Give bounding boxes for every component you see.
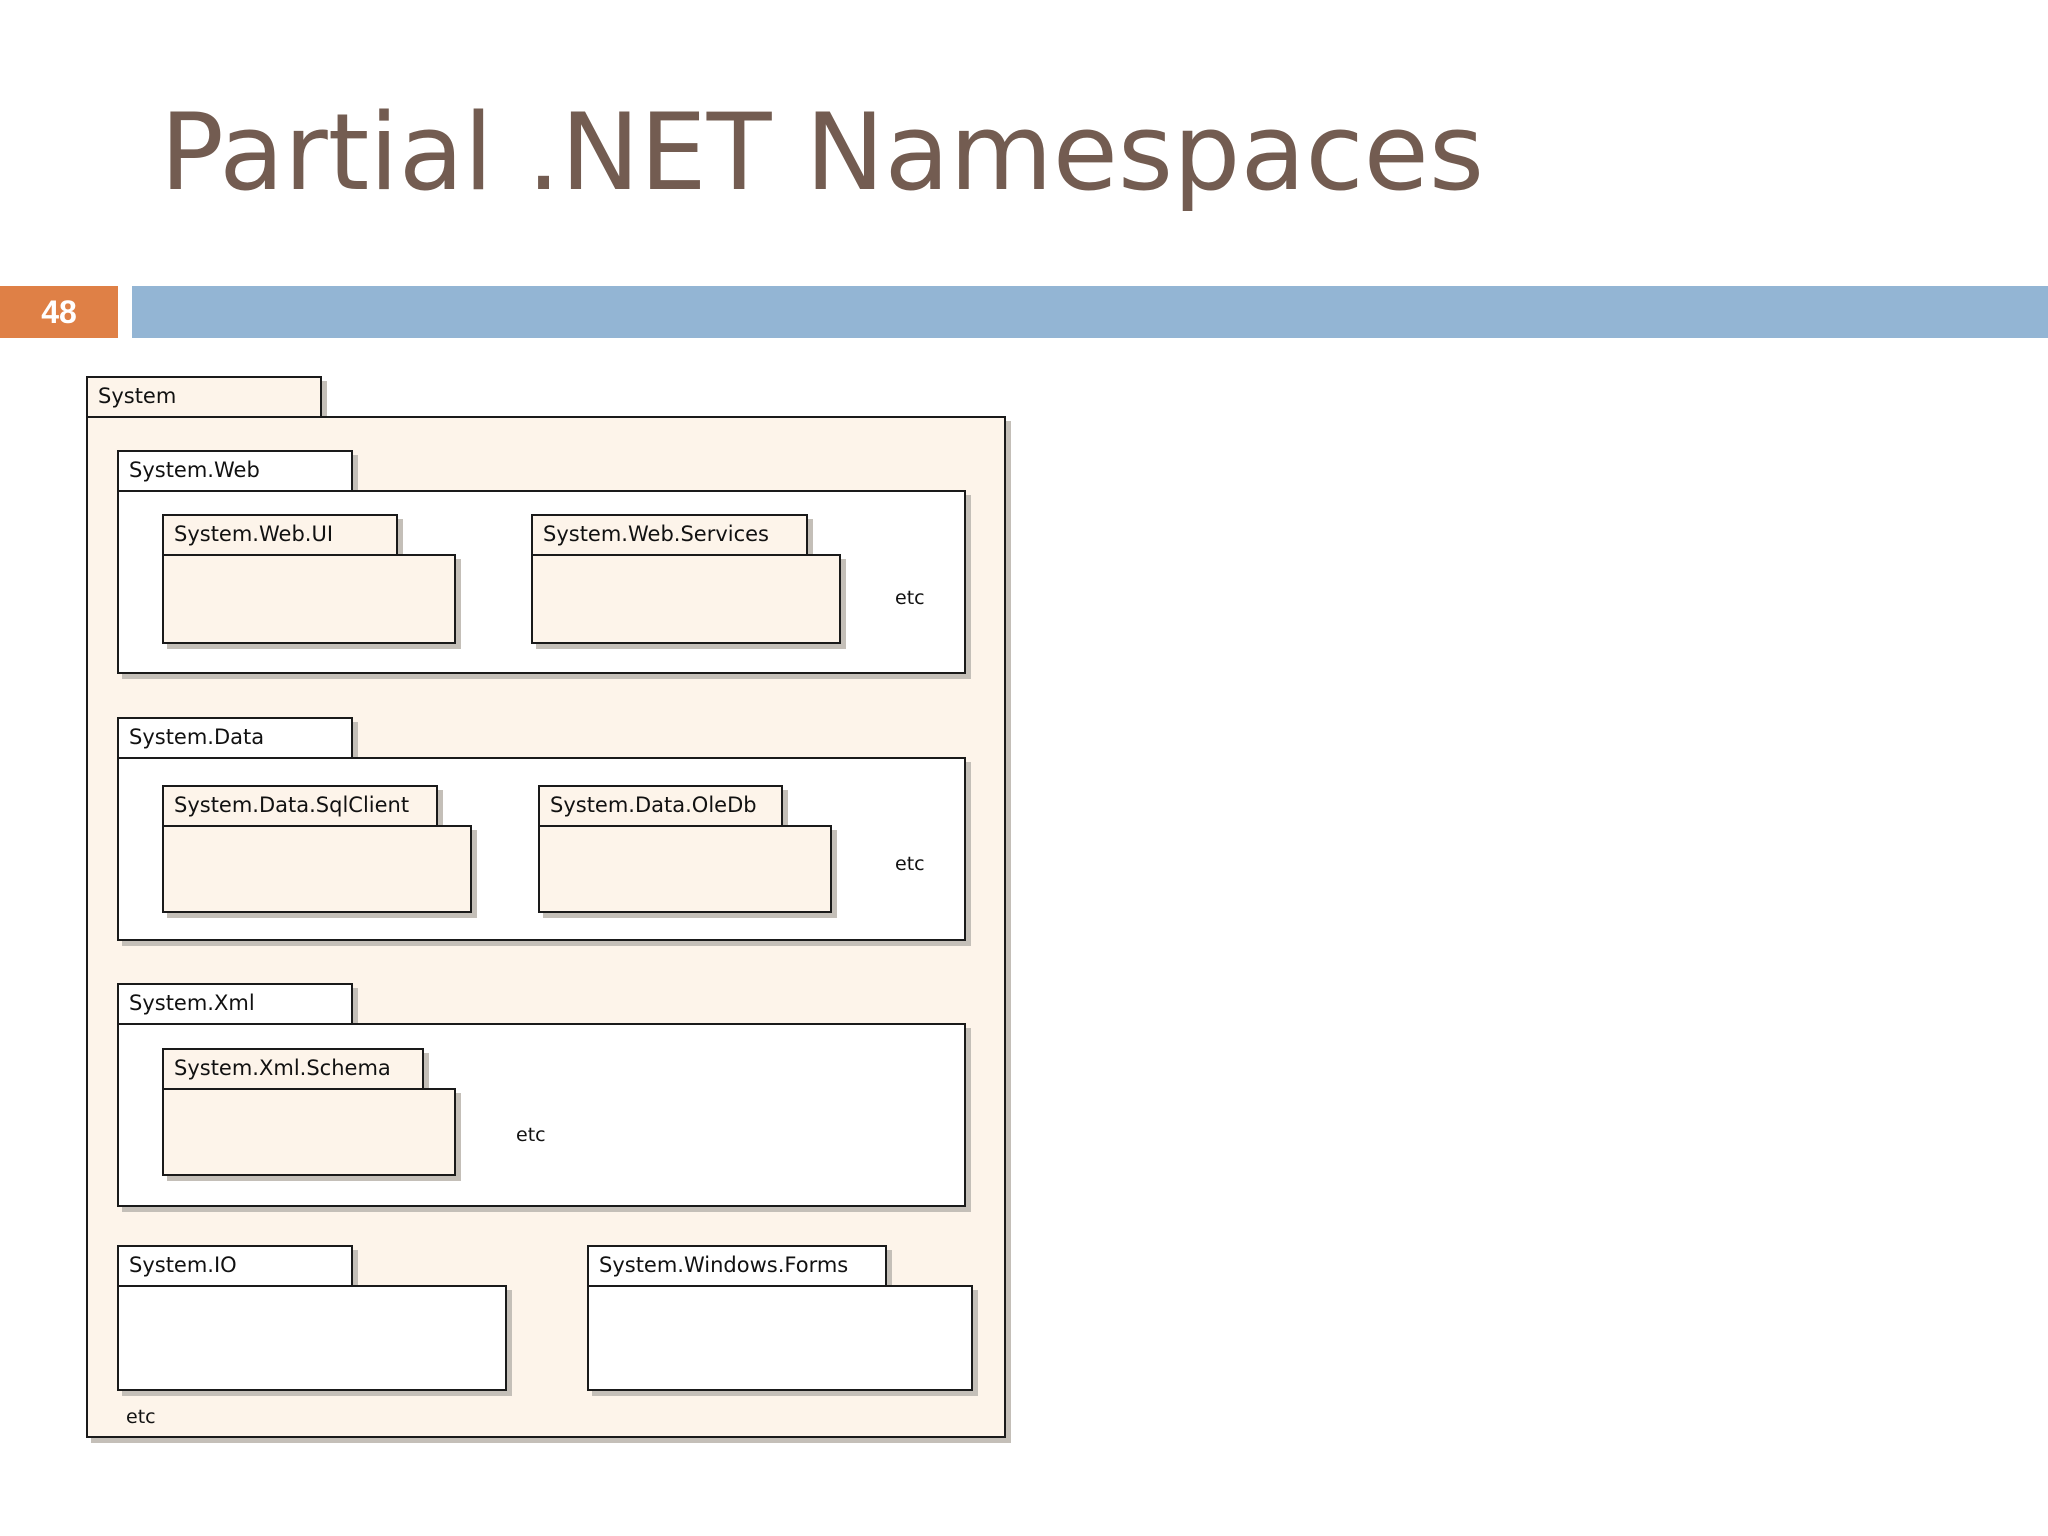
etc-label-root: etc (126, 1406, 156, 1428)
package-tab-system-data-oledb: System.Data.OleDb (538, 785, 783, 827)
package-system-web-services (531, 554, 841, 644)
package-tab-system-web-ui: System.Web.UI (162, 514, 398, 556)
etc-label-xml: etc (516, 1124, 546, 1146)
package-system-io (117, 1285, 507, 1391)
slide-number: 48 (0, 286, 118, 338)
package-system-data-oledb (538, 825, 832, 913)
package-tab-system-io: System.IO (117, 1245, 353, 1287)
package-system-windows-forms (587, 1285, 973, 1391)
package-tab-system-web-services: System.Web.Services (531, 514, 808, 556)
package-system-xml-schema (162, 1088, 456, 1176)
header-bar (132, 286, 2048, 338)
package-tab-system-xml: System.Xml (117, 983, 353, 1025)
package-system-data-sqlclient (162, 825, 472, 913)
etc-label-data: etc (895, 853, 925, 875)
package-tab-system-web: System.Web (117, 450, 353, 492)
package-tab-system-windows-forms: System.Windows.Forms (587, 1245, 887, 1287)
package-tab-system-xml-schema: System.Xml.Schema (162, 1048, 424, 1090)
slide-title: Partial .NET Namespaces (160, 91, 1485, 214)
package-tab-system-data: System.Data (117, 717, 353, 759)
package-tab-system-data-sqlclient: System.Data.SqlClient (162, 785, 438, 827)
etc-label-web: etc (895, 587, 925, 609)
package-system-web-ui (162, 554, 456, 644)
package-tab-system: System (86, 376, 322, 418)
